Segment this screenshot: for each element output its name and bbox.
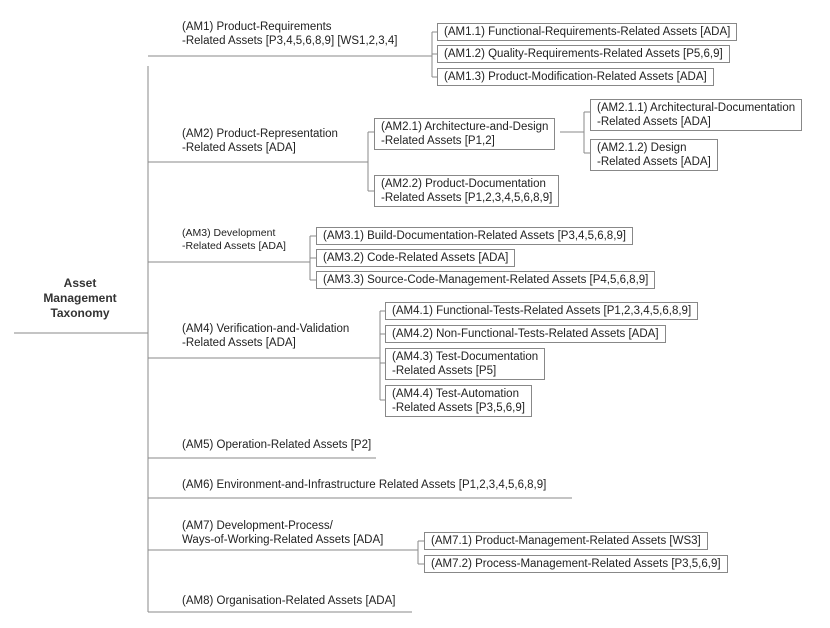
subcategory-am4-2: (AM4.2) Non-Functional-Tests-Related Ass…	[385, 325, 666, 343]
subcategory-am7-2: (AM7.2) Process-Management-Related Asset…	[424, 555, 728, 573]
subcategory-am4-3: (AM4.3) Test-Documentation -Related Asse…	[385, 348, 546, 380]
subcategory-am3-2: (AM3.2) Code-Related Assets [ADA]	[316, 249, 516, 267]
subcategory-am1-2: (AM1.2) Quality-Requirements-Related Ass…	[437, 45, 730, 63]
category-am5: (AM5) Operation-Related Assets [P2]	[182, 439, 372, 451]
category-am8: (AM8) Organisation-Related Assets [ADA]	[182, 595, 396, 607]
category-am6: (AM6) Environment-and-Infrastructure Rel…	[182, 479, 547, 491]
subcategory-am2-1: (AM2.1) Architecture-and-Design -Related…	[374, 118, 556, 150]
subcategory-am4-1: (AM4.1) Functional-Tests-Related Assets …	[385, 302, 699, 320]
root-node: Asset Management Taxonomy	[43, 276, 117, 320]
subcategory-am2-2: (AM2.2) Product-Documentation -Related A…	[374, 175, 560, 207]
subcategory-am2-1-2: (AM2.1.2) Design -Related Assets [ADA]	[590, 139, 718, 171]
category-am7: (AM7) Development-Process/ Ways-of-Worki…	[182, 520, 384, 546]
category-am1: (AM1) Product-Requirements -Related Asse…	[182, 21, 398, 47]
subcategory-am3-3: (AM3.3) Source-Code-Management-Related A…	[316, 271, 656, 289]
subcategory-am1-1: (AM1.1) Functional-Requirements-Related …	[437, 23, 738, 41]
subcategory-am7-1: (AM7.1) Product-Management-Related Asset…	[424, 532, 708, 550]
subcategory-am4-4: (AM4.4) Test-Automation -Related Assets …	[385, 385, 532, 417]
category-am3: (AM3) Development -Related Assets [ADA]	[182, 227, 286, 252]
subcategory-am1-3: (AM1.3) Product-Modification-Related Ass…	[437, 68, 714, 86]
category-am2: (AM2) Product-Representation -Related As…	[182, 128, 338, 154]
subcategory-am3-1: (AM3.1) Build-Documentation-Related Asse…	[316, 227, 633, 245]
subcategory-am2-1-1: (AM2.1.1) Architectural-Documentation -R…	[590, 99, 803, 131]
category-am4: (AM4) Verification-and-Validation -Relat…	[182, 323, 350, 349]
